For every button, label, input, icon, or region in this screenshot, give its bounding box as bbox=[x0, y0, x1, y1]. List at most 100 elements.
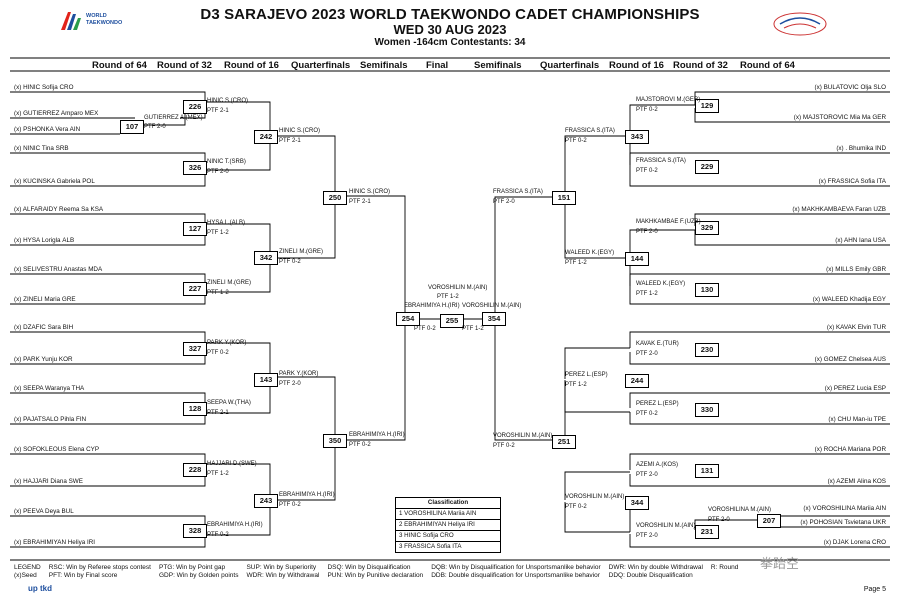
match-number-329[interactable]: 329 bbox=[695, 221, 719, 235]
logo-text-line2: TAEKWONDO bbox=[86, 20, 123, 26]
legend-item: R: Round bbox=[710, 564, 739, 571]
round-header-r16-left: Round of 16 bbox=[224, 60, 279, 71]
match-number-343[interactable]: 343 bbox=[625, 130, 649, 144]
match-number-342[interactable]: 342 bbox=[254, 251, 278, 265]
match-winner-144: WALEED K.(EGY) bbox=[565, 250, 615, 256]
match-number-344[interactable]: 344 bbox=[625, 496, 649, 510]
match-result-244: PTF 1-2 bbox=[565, 382, 587, 388]
match-result-151: PTF 2-0 bbox=[493, 199, 515, 205]
match-number-254[interactable]: 254 bbox=[396, 312, 420, 326]
match-result-143: PTF 2-0 bbox=[279, 381, 301, 387]
match-result-127: PTF 1-2 bbox=[207, 230, 229, 236]
match-result-207: PTF 2-0 bbox=[708, 517, 730, 523]
match-number-330[interactable]: 330 bbox=[695, 403, 719, 417]
match-winner-330: PEREZ L.(ESP) bbox=[636, 401, 679, 407]
classification-title: Classification bbox=[427, 499, 469, 506]
match-result-254: PTF 0-2 bbox=[414, 326, 436, 332]
match-number-128[interactable]: 128 bbox=[183, 402, 207, 416]
weight-category: Women -164cm Contestants: 34 bbox=[374, 37, 526, 48]
match-winner-107: GUTIERREZ A.(MEX) bbox=[144, 115, 203, 121]
match-result-354: PTF 1-2 bbox=[462, 326, 484, 332]
match-number-226[interactable]: 226 bbox=[183, 100, 207, 114]
match-number-230[interactable]: 230 bbox=[695, 343, 719, 357]
match-winner-131: AZEMI A.(KOS) bbox=[636, 462, 679, 468]
match-result-229: PTF 0-2 bbox=[636, 168, 658, 174]
match-winner-151: FRASSICA S.(ITA) bbox=[493, 189, 543, 195]
match-number-242[interactable]: 242 bbox=[254, 130, 278, 144]
entry-left-8: (x) SELIVESTRU Anastas MDA bbox=[14, 266, 103, 273]
round-header-final: Final bbox=[426, 60, 449, 71]
match-number-207[interactable]: 207 bbox=[757, 514, 781, 528]
match-result-131: PTF 2-0 bbox=[636, 472, 658, 478]
match-number-231[interactable]: 231 bbox=[695, 525, 719, 539]
match-number-327[interactable]: 327 bbox=[183, 342, 207, 356]
entry-right-4: (x) FRASSICA Sofia ITA bbox=[818, 178, 886, 185]
round-header-r64-left: Round of 64 bbox=[92, 60, 147, 71]
match-number-354[interactable]: 354 bbox=[482, 312, 506, 326]
entry-left-2: (x) GUTIERREZ Amparo MEX bbox=[14, 110, 99, 117]
match-number-243[interactable]: 243 bbox=[254, 494, 278, 508]
match-result-231: PTF 2-0 bbox=[636, 533, 658, 539]
match-winner-242: HINIC S.(CRO) bbox=[279, 128, 320, 134]
match-result-144: PTF 1-2 bbox=[565, 260, 587, 266]
legend-item: PUN: Win by Punitive declaration bbox=[327, 572, 424, 579]
up-tkd-logo: up tkd bbox=[28, 584, 52, 593]
match-result-107: PTF 2-0 bbox=[144, 124, 166, 130]
match-winner-207: VOROSHILINA M.(AIN) bbox=[708, 507, 772, 513]
match-result-228: PTF 1-2 bbox=[207, 471, 229, 477]
match-number-144[interactable]: 144 bbox=[625, 252, 649, 266]
entry-left-13: (x) PAJATSALO Pihla FIN bbox=[14, 416, 87, 423]
round-header-r32-left: Round of 32 bbox=[157, 60, 212, 71]
match-result-328: PTF 0-2 bbox=[207, 532, 229, 538]
match-number-227[interactable]: 227 bbox=[183, 282, 207, 296]
entry-left-15: (x) HAJJARI Diana SWE bbox=[14, 478, 83, 485]
entry-left-17: (x) EBRAHIMIYAN Heliya IRI bbox=[14, 539, 96, 546]
match-winner-344: VOROSHILIN M.(AIN) bbox=[565, 494, 625, 500]
legend-item: DDQ: Double Disqualification bbox=[608, 572, 693, 579]
match-number-131[interactable]: 131 bbox=[695, 464, 719, 478]
match-number-151[interactable]: 151 bbox=[552, 191, 576, 205]
match-winner-143: PARK Y.(KOR) bbox=[279, 371, 319, 377]
round-header-r32-right: Round of 32 bbox=[673, 60, 728, 71]
match-number-326[interactable]: 326 bbox=[183, 161, 207, 175]
match-number-129[interactable]: 129 bbox=[695, 99, 719, 113]
round-header-sf-right: Semifinals bbox=[474, 60, 522, 71]
match-winner-326: NINIC T.(SRB) bbox=[207, 159, 246, 165]
round-header-r16-right: Round of 16 bbox=[609, 60, 664, 71]
entry-left-3: (x) PSHONKA Vera AIN bbox=[14, 126, 81, 133]
match-number-350[interactable]: 350 bbox=[323, 434, 347, 448]
legend: LEGEND RSC: Win by Referee stops contest… bbox=[14, 564, 746, 580]
entry-right-10: (x) GOMEZ Chelsea AUS bbox=[814, 356, 886, 363]
match-winner-228: HAJJARI D.(SWE) bbox=[207, 461, 257, 467]
match-number-143[interactable]: 143 bbox=[254, 373, 278, 387]
entry-left-7: (x) HYSA Loriglа ALB bbox=[14, 237, 75, 244]
match-number-127[interactable]: 127 bbox=[183, 222, 207, 236]
match-winner-350: EBRAHIMIYA H.(IRI) bbox=[349, 432, 405, 438]
match-number-228[interactable]: 228 bbox=[183, 463, 207, 477]
entry-left-4: (x) NINIC Tina SRB bbox=[14, 145, 69, 152]
entry-right-1: (x) BULATOVIC Olja SLO bbox=[814, 84, 887, 91]
match-winner-129: MAJSTOROVI M.(GER) bbox=[636, 97, 701, 103]
match-number-244[interactable]: 244 bbox=[625, 374, 649, 388]
world-taekwondo-logo: WORLD TAEKWONDO bbox=[58, 8, 148, 34]
match-number-107[interactable]: 107 bbox=[120, 120, 144, 134]
round-header-r64-right: Round of 64 bbox=[740, 60, 795, 71]
match-winner-243: EBRAHIMIYA H.(IRI) bbox=[279, 492, 335, 498]
classification-row-1: 1 VOROSHILINA Mariia AIN bbox=[396, 508, 500, 519]
match-winner-250: HINIC S.(CRO) bbox=[349, 189, 390, 195]
match-winner-343: FRASSICA S.(ITA) bbox=[565, 128, 615, 134]
match-number-250[interactable]: 250 bbox=[323, 191, 347, 205]
match-result-243: PTF 0-2 bbox=[279, 502, 301, 508]
entry-right-12: (x) CHU Man-iu TPE bbox=[828, 416, 886, 423]
match-number-255[interactable]: 255 bbox=[440, 314, 464, 328]
classification-row-4: 3 FRASSICA Sofia ITA bbox=[396, 541, 500, 552]
match-number-251[interactable]: 251 bbox=[552, 435, 576, 449]
match-result-230: PTF 2-0 bbox=[636, 351, 658, 357]
match-number-130[interactable]: 130 bbox=[695, 283, 719, 297]
entry-right-2: (x) MAJSTOROVIC Mia Ma GER bbox=[793, 114, 886, 121]
entry-right-17: (x) DJAK Lorena CRO bbox=[823, 539, 886, 546]
match-winner-354: VOROSHILIN M.(AIN) bbox=[462, 303, 522, 309]
match-number-229[interactable]: 229 bbox=[695, 160, 719, 174]
wt-logo-icon bbox=[61, 12, 81, 30]
match-number-328[interactable]: 328 bbox=[183, 524, 207, 538]
